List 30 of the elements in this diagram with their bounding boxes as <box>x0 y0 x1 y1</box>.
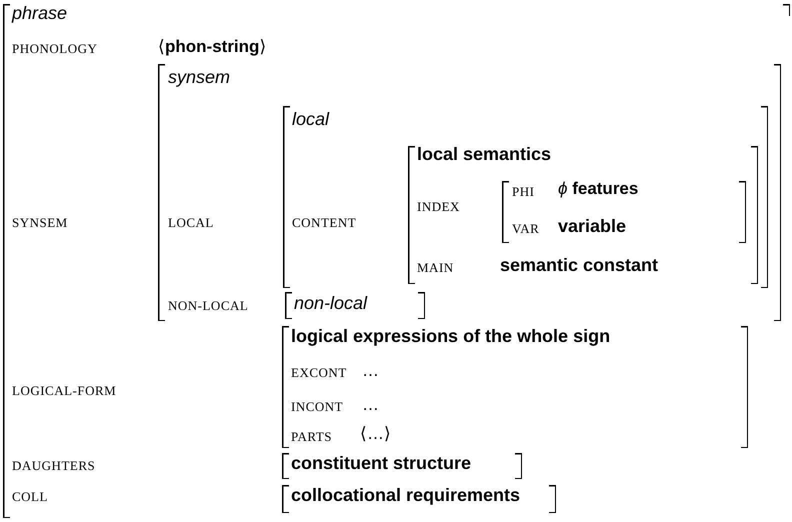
feature-name: COLL <box>12 490 48 504</box>
type-label: synsem <box>168 68 230 88</box>
feature-name: LOGICAL-FORM <box>12 384 116 398</box>
type-label: phrase <box>12 4 68 24</box>
feature-name: INCONT <box>291 400 344 414</box>
feature-name: PARTS <box>291 430 332 444</box>
feature-value: ϕ features <box>558 180 638 199</box>
feature-name: INDEX <box>417 200 460 214</box>
type-label: non-local <box>294 294 368 314</box>
feature-name: SYNSEM <box>12 216 68 230</box>
feature-value: variable <box>558 217 626 237</box>
feature-name: CONTENT <box>292 216 356 230</box>
feature-name: PHONOLOGY <box>12 42 98 56</box>
feature-value: logical expressions of the whole sign <box>291 327 610 347</box>
feature-name: VAR <box>512 222 540 236</box>
type-label: local <box>292 110 330 130</box>
feature-name: LOCAL <box>168 216 214 230</box>
feature-value: ⟨phon-string⟩ <box>158 38 266 57</box>
feature-value: … <box>362 362 379 381</box>
feature-name: NON-LOCAL <box>168 299 248 314</box>
feature-value: semantic constant <box>500 256 658 276</box>
feature-name: PHI <box>512 185 534 200</box>
feature-value: constituent structure <box>291 454 472 474</box>
feature-value: collocational requirements <box>291 486 520 506</box>
feature-value: local semantics <box>417 145 552 165</box>
feature-name: MAIN <box>417 261 454 276</box>
feature-value: … <box>362 396 379 415</box>
feature-value: ⟨…⟩ <box>360 425 391 444</box>
feature-name: DAUGHTERS <box>12 459 96 474</box>
feature-name: EXCONT <box>291 366 347 380</box>
